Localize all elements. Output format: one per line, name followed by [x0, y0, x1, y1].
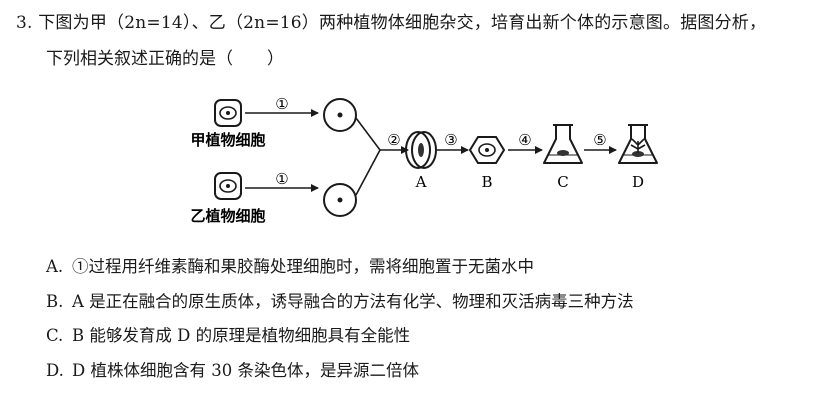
step1-bottom-label: ①: [275, 170, 288, 188]
option-a-text: ①过程用纤维素酶和果胶酶处理细胞时，需将细胞置于无菌水中: [72, 257, 534, 276]
hybrid-cell-icon: [468, 136, 506, 164]
option-c[interactable]: C. B 能够发育成 D 的原理是植物细胞具有全能性: [46, 322, 410, 346]
step4-label: ④: [518, 131, 531, 149]
question-stem: 3. 下图为甲（2n=14）、乙（2n=16）两种植物体细胞杂交，培育出新个体的…: [16, 13, 767, 33]
jia-protoplast-icon: [323, 98, 357, 132]
option-d[interactable]: D. D 植株体细胞含有 30 条染色体，是异源二倍体: [46, 357, 419, 381]
option-a[interactable]: A. ①过程用纤维素酶和果胶酶处理细胞时，需将细胞置于无菌水中: [46, 253, 534, 277]
flask-plantlet-icon: [618, 124, 658, 164]
label-b: B: [481, 173, 492, 191]
merge-line-top: [355, 117, 381, 151]
fusing-protoplast-icon: [405, 131, 437, 169]
option-c-letter: C.: [46, 326, 64, 345]
step1-top-label: ①: [275, 95, 288, 113]
step3-label: ③: [444, 131, 457, 149]
label-a: A: [415, 173, 427, 191]
option-a-letter: A.: [46, 257, 64, 276]
label-d: D: [632, 173, 644, 191]
option-d-text: D 植株体细胞含有 30 条染色体，是异源二倍体: [72, 361, 419, 380]
label-c: C: [557, 173, 568, 191]
option-b-letter: B.: [46, 292, 64, 311]
jia-cell-icon: [214, 99, 242, 127]
step2-label: ②: [387, 131, 400, 149]
step5-label: ⑤: [593, 131, 606, 149]
option-c-text: B 能够发育成 D 的原理是植物细胞具有全能性: [72, 326, 411, 345]
yi-cell-icon: [214, 172, 242, 200]
flask-callus-icon: [543, 124, 583, 164]
cell-fusion-diagram: ① 甲植物细胞 ① 乙植物细胞 ② A ③ B ④: [190, 95, 658, 225]
yi-cell-label: 乙植物细胞: [190, 207, 265, 225]
option-b-text: A 是正在融合的原生质体，诱导融合的方法有化学、物理和灭活病毒三种方法: [72, 292, 634, 311]
yi-protoplast-icon: [323, 183, 357, 217]
option-b[interactable]: B. A 是正在融合的原生质体，诱导融合的方法有化学、物理和灭活病毒三种方法: [46, 288, 634, 312]
option-d-letter: D.: [46, 361, 64, 380]
merge-line-bottom: [355, 149, 381, 196]
question-prompt: 下列相关叙述正确的是（ ）: [46, 49, 284, 69]
jia-cell-label: 甲植物细胞: [190, 131, 265, 149]
